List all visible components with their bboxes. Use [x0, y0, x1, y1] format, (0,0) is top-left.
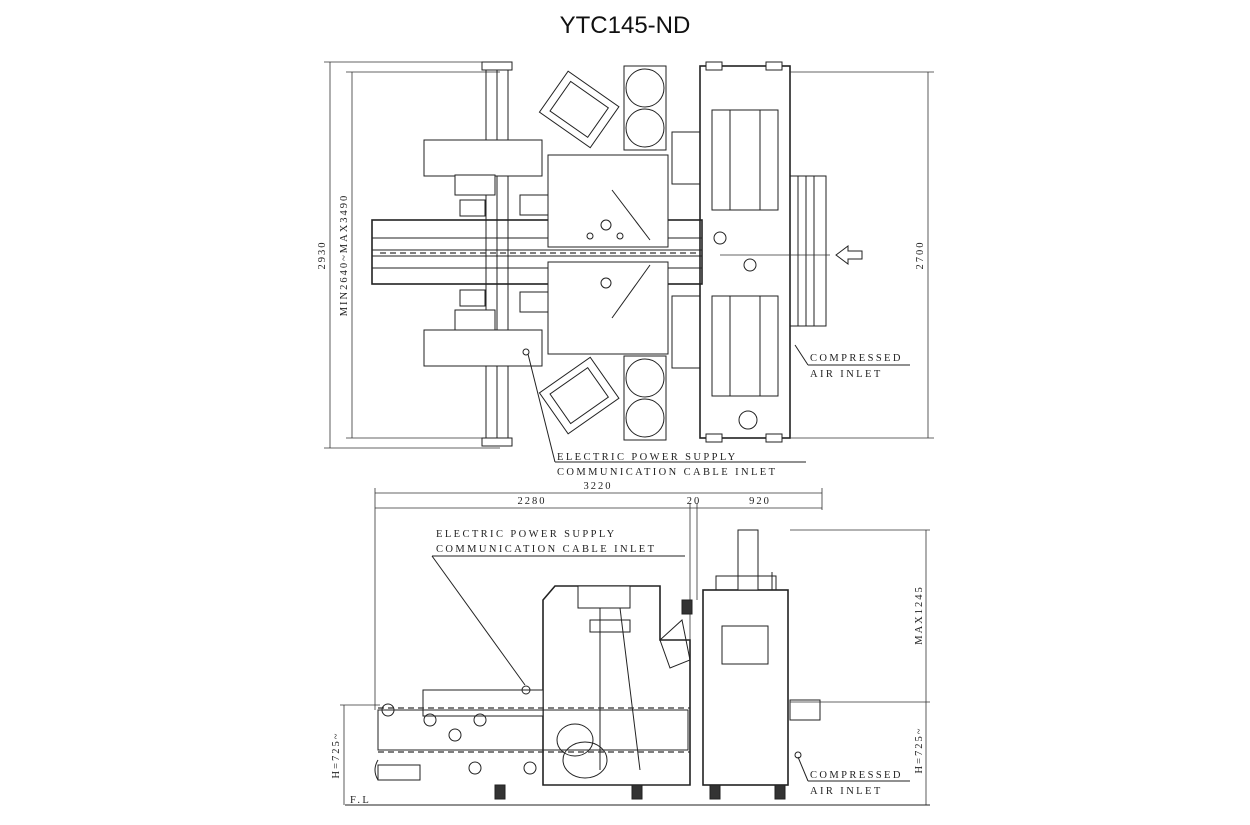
dim-min-max: MIN2640~MAX3490 — [339, 194, 350, 317]
dim-2280: 2280 — [518, 496, 547, 507]
drawing-title: YTC145-ND — [559, 12, 691, 39]
side-air-label-1: COMPRESSED — [810, 770, 903, 781]
dim-max1245: MAX1245 — [914, 585, 925, 645]
floor-line-label: F.L — [350, 795, 371, 806]
side-air-label-2: AIR INLET — [810, 786, 883, 797]
top-view: 2930 MIN2640~MAX3490 — [317, 61, 934, 478]
side-power-label-1: ELECTRIC POWER SUPPLY — [436, 529, 617, 540]
top-power-label-2: COMMUNICATION CABLE INLET — [557, 467, 777, 478]
top-air-label-1: COMPRESSED — [810, 353, 903, 364]
side-view: 3220 2280 20 920 ELECTRIC POWER SUPPLY C… — [331, 481, 930, 806]
dim-h-left: H=725~ — [331, 732, 342, 779]
dim-3220: 3220 — [584, 481, 613, 492]
dim-h-right: H=725~ — [914, 727, 925, 774]
dim-920: 920 — [749, 496, 771, 507]
dim-2930: 2930 — [317, 241, 328, 270]
side-power-label-2: COMMUNICATION CABLE INLET — [436, 544, 656, 555]
dim-2700: 2700 — [915, 241, 926, 270]
top-air-label-2: AIR INLET — [810, 369, 883, 380]
dim-20: 20 — [687, 496, 702, 507]
top-power-label-1: ELECTRIC POWER SUPPLY — [557, 452, 738, 463]
